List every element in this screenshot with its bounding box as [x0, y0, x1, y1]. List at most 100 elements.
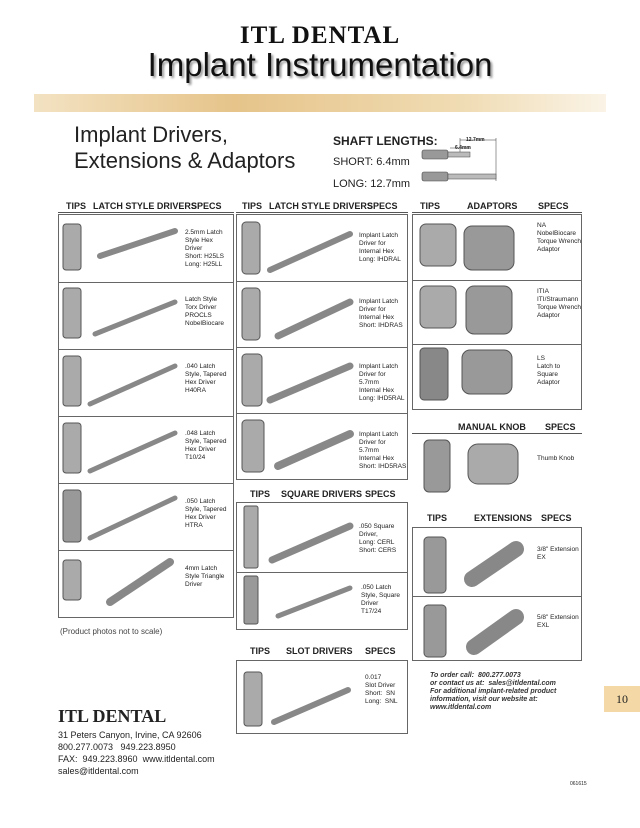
page-title: Implant Instrumentation	[147, 46, 493, 83]
spec-triangle: 4mm Latch Style Triangle Driver	[185, 565, 225, 588]
col1-divider	[58, 550, 234, 551]
col2-title: LATCH STYLE DRIVERS	[269, 201, 373, 211]
sn-photo	[243, 671, 351, 727]
col2-specs-header: SPECS	[367, 201, 398, 211]
slot-drivers-title: SLOT DRIVERS	[286, 646, 353, 656]
col1-divider	[58, 349, 234, 350]
cer-photo	[243, 505, 354, 569]
adaptor-photos	[419, 223, 515, 401]
extensions-title: EXTENSIONS	[474, 513, 533, 523]
col2-divider	[236, 347, 408, 348]
ls-adaptor-photo	[419, 347, 513, 401]
spec-na: NA NobelBiocare Torque Wrench Adaptor	[537, 222, 581, 253]
col3-tips-header: TIPS	[420, 201, 441, 211]
photo-scale-note: (Product photos not to scale)	[60, 627, 163, 636]
col2-tips-header: TIPS	[242, 201, 263, 211]
square-drivers-title: SQUARE DRIVERS	[281, 489, 363, 499]
spec-t10-24: .048 Latch Style, Tapered Hex Driver T10…	[185, 430, 227, 461]
spec-h25: 2.5mm Latch Style Hex Driver Short: H25L…	[185, 229, 225, 268]
brand-logo-top: ITL DENTAL	[239, 22, 401, 49]
spec-sn: 0.017 Slot Driver Short: SN Long: SNL	[365, 674, 398, 705]
048-hex-driver-photo	[62, 422, 178, 474]
col1-divider	[58, 483, 234, 484]
order-info: To order call: 800.277.0073 or contact u…	[430, 672, 557, 711]
square-divider	[236, 572, 408, 573]
shaft-diagram	[421, 138, 497, 182]
section-title-line2: Extensions & Adaptors	[74, 148, 296, 173]
document-code: 061615	[570, 781, 587, 787]
col3-panel	[412, 214, 582, 410]
col1-product-photos	[62, 223, 178, 606]
slot-panel	[236, 660, 408, 734]
company-address: 31 Peters Canyon, Irvine, CA 92606 800.2…	[58, 730, 215, 776]
square-tips-header: TIPS	[250, 489, 271, 499]
ex-photo	[423, 536, 524, 594]
col3-divider	[412, 280, 582, 281]
spec-ihdral: Implant Latch Driver for Internal Hex Lo…	[359, 232, 401, 263]
extensions-specs-header: SPECS	[541, 513, 572, 523]
col1-specs-header: SPECS	[191, 201, 222, 211]
ihdras-photo	[241, 287, 354, 341]
square-panel	[236, 502, 408, 630]
spec-itia: ITIA ITI/Straumann Torque Wrench Adaptor	[537, 288, 581, 319]
shaft-long: LONG: 12.7mm	[333, 178, 411, 190]
spec-ihdras: Implant Latch Driver for Internal Hex Sh…	[359, 298, 403, 329]
extension-photos	[423, 536, 524, 658]
col3-title: ADAPTORS	[467, 201, 518, 211]
ihd5ras-photo	[241, 419, 354, 473]
knob-specs-header: SPECS	[545, 422, 576, 432]
col1-title: LATCH STYLE DRIVERS	[93, 201, 197, 211]
ihd5ral-photo	[241, 353, 354, 407]
col3-specs-header: SPECS	[538, 201, 569, 211]
manual-knob-title: MANUAL KNOB	[458, 422, 526, 432]
spec-ex: 3/8" Extension EX	[537, 546, 579, 561]
col1-header-rule	[58, 212, 234, 213]
section-title: Implant Drivers, Extensions & Adaptors	[74, 122, 295, 174]
col3-divider	[412, 344, 582, 345]
itia-adaptor-photo	[419, 285, 513, 335]
extensions-divider	[412, 596, 582, 597]
ihdral-photo	[241, 221, 353, 275]
col2-divider	[236, 281, 408, 282]
slot-product-photos	[243, 671, 351, 727]
square-product-photos	[243, 505, 354, 625]
t17-24-photo	[243, 575, 353, 625]
decorative-band	[34, 94, 606, 112]
torx-driver-photo	[62, 287, 178, 339]
col1-tips-header: TIPS	[66, 201, 87, 211]
hex-driver-photo	[62, 223, 178, 271]
page-number: 10	[604, 686, 640, 712]
slot-specs-header: SPECS	[365, 646, 396, 656]
col1-divider	[58, 416, 234, 417]
col2-product-photos	[241, 221, 354, 473]
na-adaptor-photo	[419, 223, 515, 271]
shaft-short: SHORT: 6.4mm	[333, 156, 410, 168]
040-hex-driver-photo	[62, 355, 178, 407]
extensions-panel	[412, 527, 582, 661]
knob-header-rule	[412, 433, 582, 434]
spec-thumb-knob: Thumb Knob	[537, 455, 575, 462]
knob-photo	[423, 439, 519, 493]
spec-htra: .050 Latch Style, Tapered Hex Driver HTR…	[185, 498, 227, 529]
section-title-line1: Implant Drivers,	[74, 122, 229, 147]
col3-header-rule	[412, 212, 582, 213]
brand-logo-bottom: ITL DENTAL	[58, 706, 167, 726]
square-specs-header: SPECS	[365, 489, 396, 499]
col2-header-rule	[236, 212, 408, 213]
col1-divider	[58, 282, 234, 283]
spec-cer: .050 Square Driver, Long: CERL Short: CE…	[359, 523, 397, 554]
triangle-driver-photo	[62, 558, 174, 606]
spec-ls: LS Latch to Square Adaptor	[537, 355, 561, 386]
spec-exl: 5/8" Extension EXL	[537, 614, 579, 629]
col2-divider	[236, 413, 408, 414]
spec-h40ra: .040 Latch Style, Tapered Hex Driver H40…	[185, 363, 227, 394]
extensions-tips-header: TIPS	[427, 513, 448, 523]
slot-tips-header: TIPS	[250, 646, 271, 656]
spec-t17-24: .050 Latch Style, Square Driver T17/24	[361, 584, 401, 615]
exl-photo	[423, 604, 524, 658]
shaft-lengths-title: SHAFT LENGTHS:	[333, 134, 438, 148]
spec-procls: Latch Style Torx Driver PROCLS NobelBioc…	[185, 296, 225, 327]
050-hex-driver-photo	[62, 489, 178, 543]
spec-ihd5ras: Implant Latch Driver for 5.7mm Internal …	[359, 431, 407, 470]
spec-ihd5ral: Implant Latch Driver for 5.7mm Internal …	[359, 363, 405, 402]
